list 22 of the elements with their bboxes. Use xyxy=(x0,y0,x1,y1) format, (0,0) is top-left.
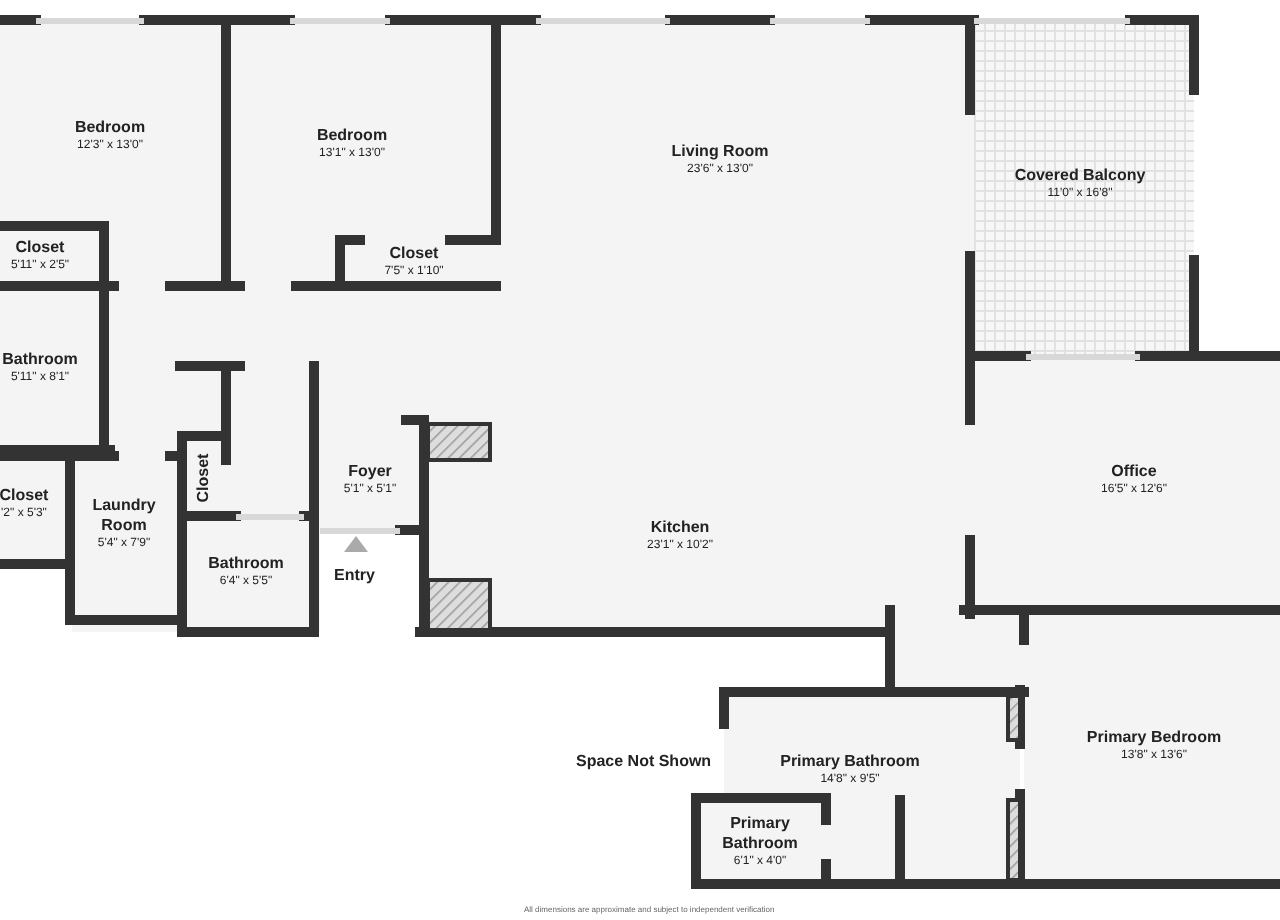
room-name: Office xyxy=(1109,462,1159,482)
room-name: Closet xyxy=(387,244,441,264)
room-name: Primary Bathroom xyxy=(780,752,920,772)
room-name: Bedroom xyxy=(74,118,146,138)
room-name: Bedroom xyxy=(316,126,388,146)
plan-label: Entry xyxy=(334,566,375,584)
plan-label: Space Not Shown xyxy=(576,752,712,770)
room-name: Primary Bedroom xyxy=(1086,728,1222,748)
room-name: Laundry Room xyxy=(90,496,158,536)
balcony-area xyxy=(974,20,1194,356)
room-name: Foyer xyxy=(346,462,394,482)
room-name: Closet xyxy=(0,486,49,506)
room-name: Closet xyxy=(194,453,214,503)
room-area xyxy=(1024,610,1280,884)
room-name: Closet xyxy=(13,238,67,258)
room-name: Living Room xyxy=(671,142,769,162)
room-name: Bathroom xyxy=(2,350,78,370)
room-area xyxy=(970,356,1280,610)
room-name: Kitchen xyxy=(648,518,712,538)
room-name: Primary Bathroom xyxy=(720,814,800,854)
room-name: Covered Balcony xyxy=(1014,166,1146,186)
room-name: Bathroom xyxy=(208,554,284,574)
